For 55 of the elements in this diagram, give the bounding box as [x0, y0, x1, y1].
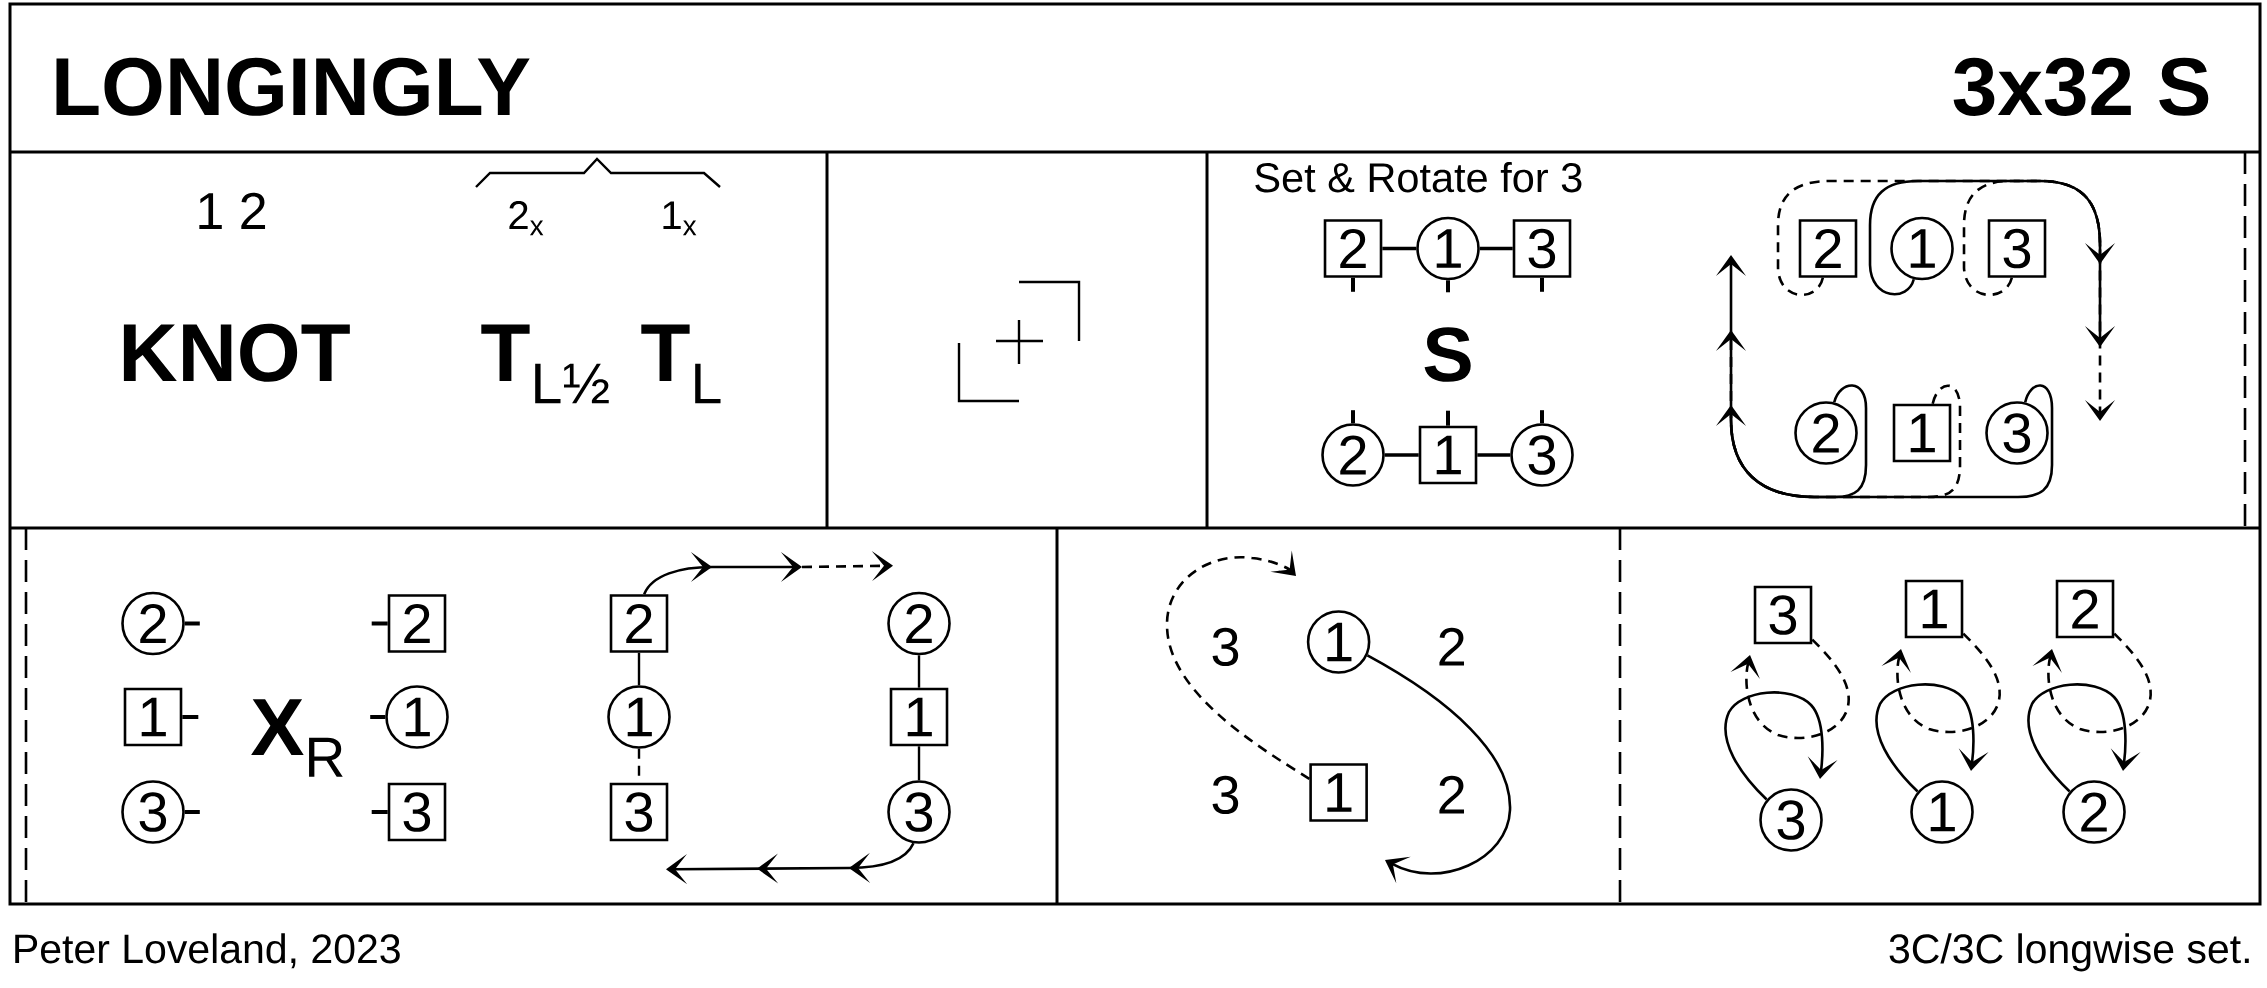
track-arrow	[2027, 683, 2141, 793]
connector-line	[1479, 246, 1513, 251]
connector-line	[1477, 453, 1511, 457]
figure-symbol: T$_{L}$	[641, 324, 721, 404]
numbered-square: 2	[2055, 579, 2115, 639]
figure-symbol: T$_{L½}$	[481, 324, 609, 404]
numbered-square: 2	[1798, 219, 1858, 278]
figure-caption: Set & Rotate for 3	[1255, 162, 1582, 193]
track-arrow	[2032, 632, 2152, 734]
numbered-square: 1	[1892, 403, 1952, 463]
numbered-square: 1	[1904, 579, 1964, 639]
numbered-square: 1	[889, 687, 949, 747]
track-arrow	[1730, 638, 1850, 740]
track-arrow	[1366, 654, 1512, 884]
numbered-square: 1	[1418, 425, 1478, 485]
figure-symbol: X$_{R}$	[251, 699, 343, 777]
author-credit: Peter Loveland, 2023	[15, 933, 400, 969]
track-arrow	[1715, 255, 2054, 499]
repeat-count: 2$_{x}$	[509, 201, 544, 236]
track-arrow	[1881, 632, 2001, 734]
title: LONGINGLY	[56, 57, 530, 116]
position-number: 2	[1439, 627, 1464, 666]
connector-line	[917, 746, 921, 781]
set-description: 3C/3C longwise set.	[1889, 933, 2249, 972]
track-arrow	[1776, 179, 2116, 421]
figure-name: KNOT	[123, 323, 350, 382]
numbered-square: 1	[1309, 763, 1368, 822]
bar-numbers: 1 2	[199, 192, 266, 229]
track-arrow	[1165, 550, 1310, 780]
numbered-square: 3	[1987, 219, 2047, 278]
track-arrow	[1962, 179, 2116, 297]
track-arrow	[1715, 330, 1962, 499]
numbered-square: 2	[1323, 219, 1383, 278]
numbered-square: 2	[387, 594, 447, 653]
figure-symbol: S	[1424, 327, 1471, 382]
numbered-square: 1	[123, 687, 183, 747]
track-arrow	[666, 842, 915, 885]
track-arrow	[1715, 384, 1868, 499]
connector-line	[917, 655, 921, 688]
track-arrow	[643, 550, 893, 595]
numbered-square: 2	[609, 594, 669, 653]
position-number: 2	[1439, 775, 1464, 814]
track-arrow	[1875, 683, 1989, 793]
connector-line	[637, 652, 641, 686]
numbered-square: 3	[1512, 219, 1572, 278]
position-number: 3	[1212, 775, 1239, 815]
connector-line	[1384, 453, 1419, 457]
numbered-square: 3	[609, 782, 669, 842]
track-arrow	[1724, 691, 1838, 801]
repeat-count: 1$_{x}$	[663, 201, 697, 236]
dance-type-label: 3x32 S	[1953, 57, 2209, 116]
numbered-square: 3	[387, 782, 447, 842]
numbered-square: 3	[1753, 585, 1813, 645]
connector-line	[1382, 246, 1417, 251]
position-number: 3	[1212, 627, 1239, 667]
